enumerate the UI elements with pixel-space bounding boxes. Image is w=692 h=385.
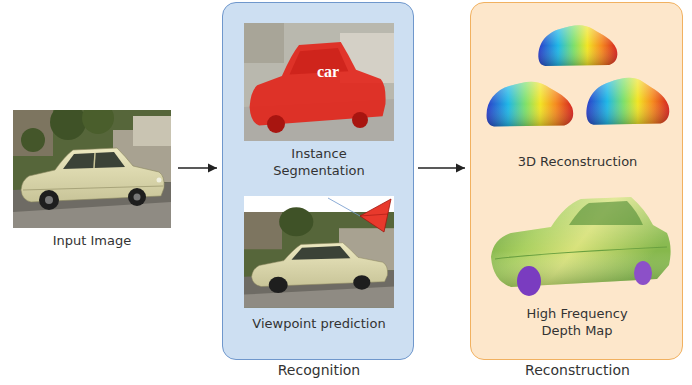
depth-wheel	[517, 266, 541, 296]
shape-box: 3D Reconstruction	[481, 15, 674, 181]
panel-heading: Reconstruction	[471, 362, 684, 379]
segmentation-box: carInstance Segmentation	[235, 19, 403, 189]
depth-box: High Frequency Depth Map	[481, 185, 674, 351]
depth-shade	[491, 197, 671, 287]
hub	[134, 194, 141, 201]
frustum-edge	[360, 214, 388, 216]
input-image: Input Image	[10, 106, 174, 262]
panel-heading: Recognition	[213, 362, 425, 379]
tree	[21, 128, 45, 152]
depth-crease	[495, 247, 667, 259]
car-photo	[13, 110, 171, 228]
depth-window	[569, 201, 643, 225]
viewpoint-image	[244, 196, 394, 308]
car-mask	[250, 42, 386, 126]
tree	[82, 110, 114, 134]
reconstruction-panel: Reconstruction	[470, 2, 683, 360]
viewpoint-box: Viewpoint prediction	[235, 193, 403, 343]
faded-background	[244, 23, 394, 141]
wheel	[128, 188, 146, 206]
shape-reconstructions	[481, 15, 674, 147]
mask-wheel	[267, 115, 285, 133]
window-pillar	[94, 153, 95, 168]
text-slot: Input Image	[10, 232, 174, 249]
image-caption: High Frequency Depth Map	[512, 305, 642, 339]
image-caption: Viewpoint prediction	[235, 315, 403, 332]
flow-arrow	[178, 167, 217, 168]
text-slot: High Frequency Depth Map	[512, 305, 642, 339]
faded-building	[244, 23, 284, 63]
class-tag: car	[317, 63, 339, 81]
text-slot: Instance Segmentation	[259, 145, 379, 179]
image-caption: 3D Reconstruction	[481, 153, 674, 170]
white-ground	[244, 196, 394, 308]
shape-blob	[487, 82, 574, 127]
wheel	[39, 190, 59, 210]
image-caption: Input Image	[10, 232, 174, 249]
sidewalk	[13, 202, 171, 228]
text-slot: Reconstruction	[471, 362, 684, 379]
segmentation-image	[244, 23, 394, 141]
headlight	[157, 178, 162, 183]
car-window	[63, 152, 125, 169]
depth-wheel	[634, 261, 652, 285]
image-caption: Instance Segmentation	[259, 145, 379, 179]
hub	[45, 196, 53, 204]
mask-wheel	[352, 112, 368, 128]
camera-ray	[328, 198, 360, 216]
wall	[133, 116, 171, 146]
shape-blob	[587, 78, 670, 125]
depth-body	[491, 197, 671, 287]
tree	[50, 110, 86, 140]
text-slot: Viewpoint prediction	[235, 315, 403, 332]
car	[21, 148, 164, 210]
text-slot: car	[317, 63, 339, 81]
recognition-panel: Recognition carInstance Segmentation	[222, 2, 414, 360]
flow-arrow	[418, 167, 465, 168]
building	[13, 110, 53, 156]
mask-body	[250, 42, 386, 126]
text-slot: 3D Reconstruction	[481, 153, 674, 170]
shape-blob	[538, 25, 617, 66]
camera-frustum	[360, 199, 391, 232]
depth-map-car	[481, 187, 674, 302]
bumper-line	[23, 186, 163, 190]
text-slot: Recognition	[213, 362, 425, 379]
